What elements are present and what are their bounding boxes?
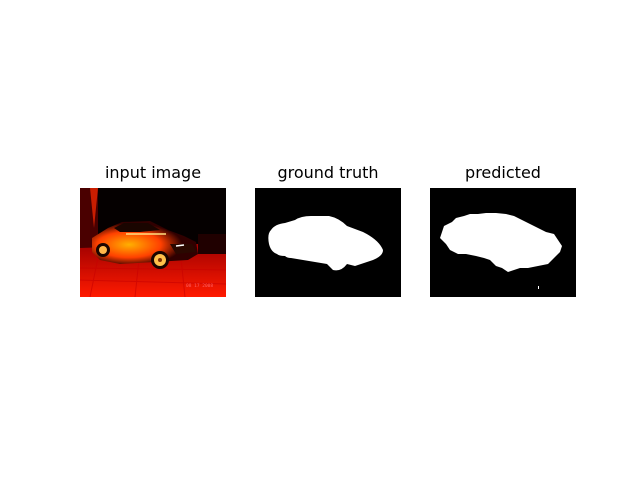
- car-windows: [114, 223, 160, 232]
- predicted-panel: [430, 188, 576, 297]
- timestamp: 08 17 2008: [186, 283, 213, 289]
- pavement-lines: [80, 247, 226, 297]
- ground-truth-title: ground truth: [277, 163, 379, 182]
- front-hub: [158, 258, 162, 262]
- lamp-glow: [90, 188, 98, 228]
- car-mask: [440, 213, 562, 272]
- predicted-title: predicted: [465, 163, 541, 182]
- rear-rim: [99, 246, 107, 254]
- background-object: [198, 234, 226, 254]
- car-body: [92, 221, 198, 264]
- car-mask: [268, 216, 383, 271]
- input-image-panel: 08 17 2008: [80, 188, 226, 297]
- noise-speck: [538, 286, 539, 289]
- input-image-title: input image: [104, 163, 202, 182]
- predicted-mask: [430, 188, 576, 297]
- input-image: 08 17 2008: [80, 188, 226, 297]
- ground-truth-panel: [255, 188, 401, 297]
- ground-truth-mask: [255, 188, 401, 297]
